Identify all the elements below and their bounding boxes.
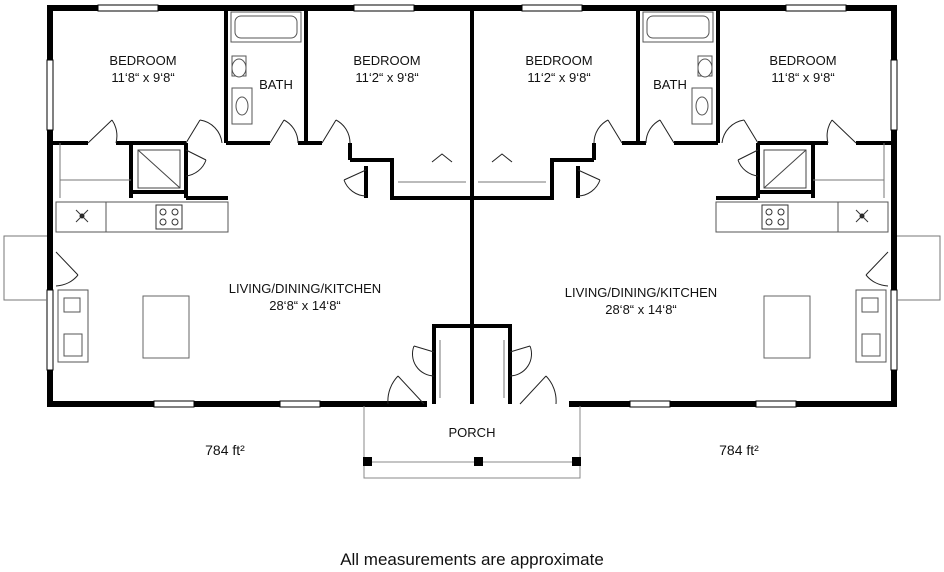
- room-name: LIVING/DINING/KITCHEN: [228, 281, 382, 296]
- bath-1-label: BATH: [248, 76, 304, 93]
- toilet-icon: [231, 55, 713, 78]
- bathtub-icon: [230, 11, 714, 43]
- kitchen-counters: [55, 201, 889, 363]
- bedroom-3-label: BEDROOM 11‘2“ x 9‘8“: [504, 52, 614, 86]
- ceiling-fan-icon: [75, 209, 869, 223]
- room-name: BATH: [653, 77, 687, 92]
- bedroom-1-label: BEDROOM 11‘8“ x 9‘8“: [88, 52, 198, 86]
- room-name: BEDROOM: [769, 53, 837, 68]
- room-name: BEDROOM: [109, 53, 177, 68]
- porch-label: PORCH: [432, 424, 512, 441]
- bath-2-label: BATH: [642, 76, 698, 93]
- stove-icon: [155, 204, 789, 230]
- washer-icon: [137, 149, 807, 189]
- room-dimensions: 11‘8“ x 9‘8“: [111, 70, 175, 85]
- room-name: LIVING/DINING/KITCHEN: [564, 285, 718, 300]
- room-dimensions: 28‘8“ x 14‘8“: [605, 302, 677, 317]
- closet-shelves: [59, 143, 885, 398]
- living-1-label: LIVING/DINING/KITCHEN 28‘8“ x 14‘8“: [200, 280, 410, 314]
- kitchen-island: [142, 295, 811, 359]
- room-name: PORCH: [448, 425, 496, 440]
- bath-sink-icon: [231, 87, 713, 125]
- interior-walls: [50, 8, 894, 404]
- room-dimensions: 11‘2“ x 9‘8“: [527, 70, 591, 85]
- unit-right-area: 784 ft²: [719, 442, 759, 458]
- room-dimensions: 11‘2“ x 9‘8“: [355, 70, 419, 85]
- doors: [55, 119, 889, 405]
- measurement-disclaimer: All measurements are approximate: [340, 550, 604, 569]
- room-dimensions: 11‘8“ x 9‘8“: [771, 70, 835, 85]
- windows: [46, 4, 898, 408]
- living-2-label: LIVING/DINING/KITCHEN 28‘8“ x 14‘8“: [536, 284, 746, 318]
- bedroom-4-label: BEDROOM 11‘8“ x 9‘8“: [748, 52, 858, 86]
- kitchen-sink-icon: [63, 297, 881, 357]
- bedroom-2-label: BEDROOM 11‘2“ x 9‘8“: [332, 52, 442, 86]
- unit-left-area: 784 ft²: [205, 442, 245, 458]
- room-name: BEDROOM: [353, 53, 421, 68]
- room-dimensions: 28‘8“ x 14‘8“: [269, 298, 341, 313]
- room-name: BATH: [259, 77, 293, 92]
- porch: [363, 406, 581, 479]
- room-name: BEDROOM: [525, 53, 593, 68]
- side-stoops: [3, 235, 941, 301]
